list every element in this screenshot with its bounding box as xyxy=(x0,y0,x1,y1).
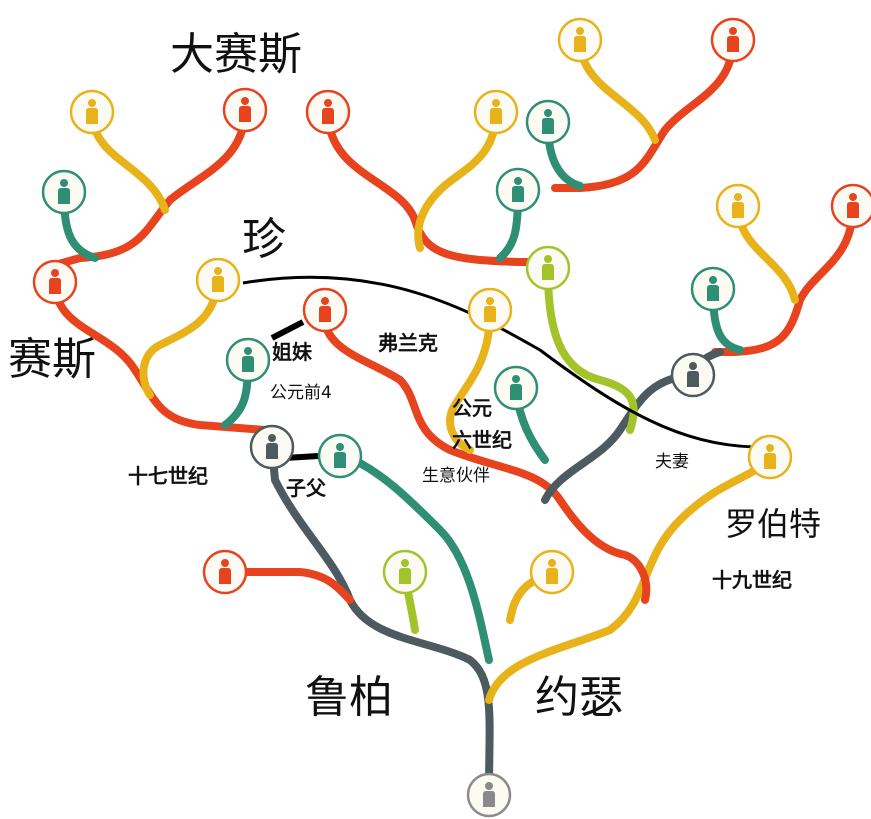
branch-lime-up xyxy=(544,268,638,434)
branch-zhen xyxy=(139,276,222,399)
branch-red-sister xyxy=(320,308,651,604)
label-shengyi-huoban: 生意伙伴 xyxy=(422,466,490,486)
person-icon xyxy=(225,337,271,383)
person-icon xyxy=(710,17,756,63)
person-icon xyxy=(69,89,115,135)
person-nodes xyxy=(32,17,871,818)
label-fuqi: 夫妻 xyxy=(655,452,689,472)
sister-link xyxy=(270,319,305,341)
label-lubai: 鲁柏 xyxy=(305,672,393,723)
person-icon xyxy=(41,169,87,215)
label-shijiushiji: 十九世纪 xyxy=(712,568,792,592)
person-icon xyxy=(715,183,761,229)
label-gongyuan: 公元 xyxy=(452,396,492,420)
person-icon xyxy=(557,17,603,63)
person-icon xyxy=(305,89,351,135)
branch-teal-mid xyxy=(341,452,493,664)
person-icon xyxy=(195,257,241,303)
branch-tm-red xyxy=(324,108,549,266)
label-saisi: 赛斯 xyxy=(8,334,96,385)
person-icon xyxy=(202,549,248,595)
person-icon xyxy=(690,266,736,312)
person-icon xyxy=(32,259,78,305)
person-icon xyxy=(382,549,428,595)
person-icon xyxy=(670,352,716,398)
branch-red-low xyxy=(221,568,354,604)
label-yuese: 约瑟 xyxy=(535,672,623,723)
spouse-curve xyxy=(242,275,756,449)
person-icon xyxy=(529,549,575,595)
label-jiemei: 姐妹 xyxy=(272,340,312,364)
person-icon xyxy=(466,772,512,818)
person-icon xyxy=(495,167,541,213)
label-luobote: 罗伯特 xyxy=(725,505,822,543)
branch-robert xyxy=(485,454,774,704)
label-gongyuanqian4: 公元前4 xyxy=(270,383,332,403)
person-icon xyxy=(249,424,295,470)
person-icon xyxy=(467,287,513,333)
branch-saisi xyxy=(51,278,269,434)
label-fulanke: 弗兰克 xyxy=(378,331,438,355)
branch-tl-red xyxy=(51,106,249,269)
label-shiqishiji: 十七世纪 xyxy=(128,464,208,488)
branch-frank xyxy=(446,308,494,454)
person-icon xyxy=(747,434,793,480)
label-zifu: 子父 xyxy=(286,476,326,500)
person-icon xyxy=(830,183,871,229)
branch-slate-right xyxy=(541,371,694,504)
person-icon xyxy=(473,89,519,135)
person-icon xyxy=(317,433,363,479)
branch-tr-red xyxy=(551,36,737,192)
branch-tm-yellow xyxy=(414,108,500,252)
person-icon xyxy=(493,365,539,411)
tree-branches xyxy=(51,36,857,794)
label-liushiji: 六世纪 xyxy=(452,428,512,452)
label-zhen: 珍 xyxy=(242,214,286,265)
person-icon xyxy=(302,287,348,333)
branch-rm-red xyxy=(711,202,857,356)
person-icon xyxy=(525,245,571,291)
label-da-saisi: 大赛斯 xyxy=(170,29,302,80)
person-icon xyxy=(525,99,571,145)
person-icon xyxy=(222,87,268,133)
